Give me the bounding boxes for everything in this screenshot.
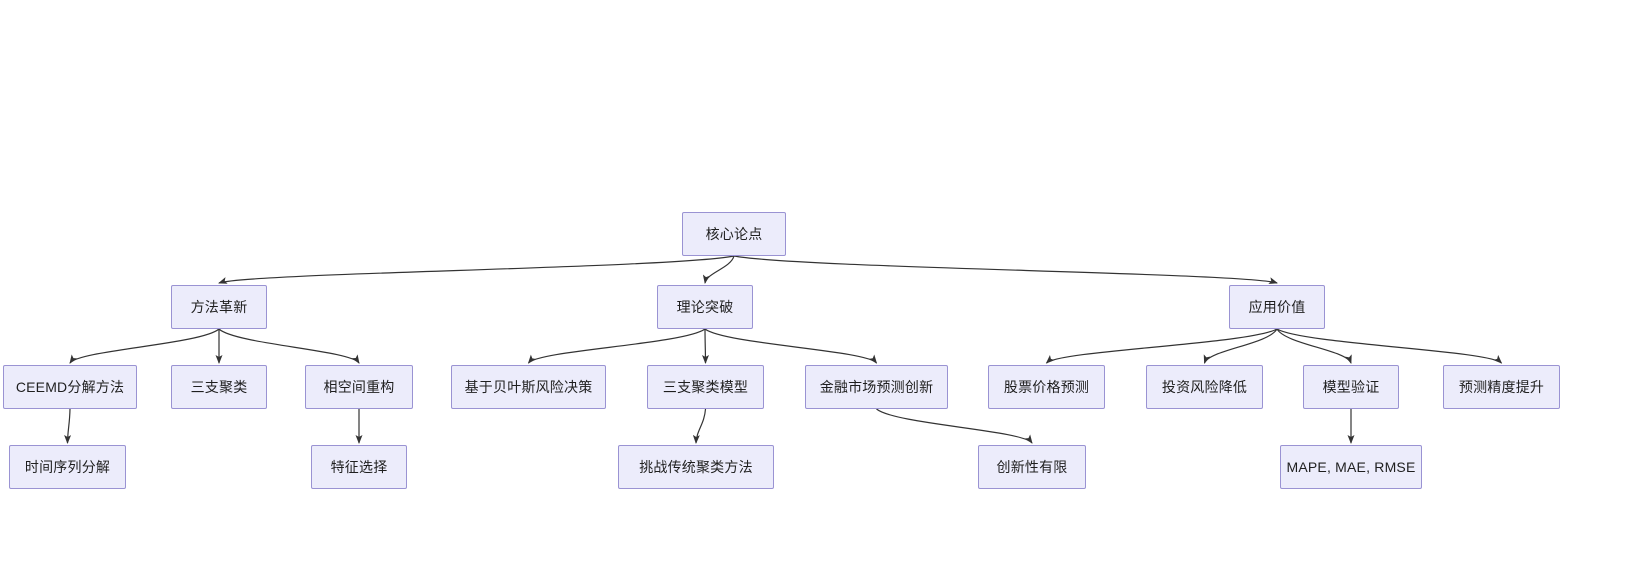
mindmap-node[interactable]: CEEMD分解方法 <box>3 365 137 409</box>
mindmap-edge <box>692 408 707 444</box>
mindmap-edge <box>218 328 360 364</box>
mindmap-node[interactable]: 时间序列分解 <box>9 445 126 489</box>
mindmap-node[interactable]: MAPE, MAE, RMSE <box>1280 445 1422 489</box>
mindmap-node[interactable]: 基于贝叶斯风险决策 <box>451 365 606 409</box>
mindmap-node[interactable]: 核心论点 <box>682 212 786 256</box>
mindmap-edge <box>527 328 706 364</box>
mindmap-edge <box>1045 328 1278 364</box>
mindmap-node[interactable]: 投资风险降低 <box>1146 365 1263 409</box>
mindmap-node-label: 金融市场预测创新 <box>819 379 934 395</box>
mindmap-node[interactable]: 创新性有限 <box>978 445 1086 489</box>
mindmap-node-label: 挑战传统聚类方法 <box>639 459 753 475</box>
mindmap-node[interactable]: 模型验证 <box>1303 365 1399 409</box>
mindmap-edge <box>64 408 72 444</box>
mindmap-node-label: 时间序列分解 <box>24 459 111 475</box>
mindmap-node-label: CEEMD分解方法 <box>15 379 125 395</box>
mindmap-node-label: 创新性有限 <box>996 459 1068 475</box>
mindmap-node-label: MAPE, MAE, RMSE <box>1286 459 1416 475</box>
mindmap-node[interactable]: 股票价格预测 <box>988 365 1105 409</box>
mindmap-node-label: 股票价格预测 <box>1003 379 1090 395</box>
mindmap-node[interactable]: 方法革新 <box>171 285 267 329</box>
mindmap-node-label: 三支聚类 <box>190 379 248 395</box>
mindmap-node-label: 理论突破 <box>676 299 734 315</box>
mindmap-node[interactable]: 相空间重构 <box>305 365 413 409</box>
mindmap-node[interactable]: 理论突破 <box>657 285 753 329</box>
mindmap-node[interactable]: 金融市场预测创新 <box>805 365 948 409</box>
mindmap-node-label: 核心论点 <box>705 226 763 242</box>
mindmap-edge <box>702 255 735 284</box>
mindmap-edge <box>876 408 1033 444</box>
mindmap-node-label: 特征选择 <box>330 459 388 475</box>
mindmap-edge <box>701 328 709 364</box>
mindmap-edge <box>1276 328 1352 364</box>
mindmap-edge <box>69 328 220 364</box>
mindmap-node-label: 投资风险降低 <box>1161 379 1248 395</box>
mindmap-node-label: 预测精度提升 <box>1458 379 1545 395</box>
mindmap-node[interactable]: 特征选择 <box>311 445 407 489</box>
mindmap-edge <box>1276 328 1503 364</box>
mindmap-node-label: 模型验证 <box>1322 379 1380 395</box>
mindmap-node-label: 方法革新 <box>190 299 248 315</box>
mindmap-edge <box>704 328 878 364</box>
mindmap-node-label: 应用价值 <box>1248 299 1306 315</box>
mindmap-edge <box>1203 328 1278 364</box>
mindmap-edge <box>218 255 735 284</box>
mindmap-node[interactable]: 应用价值 <box>1229 285 1325 329</box>
mindmap-edge <box>733 255 1278 284</box>
mindmap-node[interactable]: 三支聚类 <box>171 365 267 409</box>
mindmap-node-label: 三支聚类模型 <box>662 379 749 395</box>
mindmap-node-label: 基于贝叶斯风险决策 <box>464 379 593 395</box>
mindmap-node-label: 相空间重构 <box>323 379 395 395</box>
mindmap-node[interactable]: 预测精度提升 <box>1443 365 1560 409</box>
mindmap-node[interactable]: 挑战传统聚类方法 <box>618 445 774 489</box>
mindmap-node[interactable]: 三支聚类模型 <box>647 365 764 409</box>
